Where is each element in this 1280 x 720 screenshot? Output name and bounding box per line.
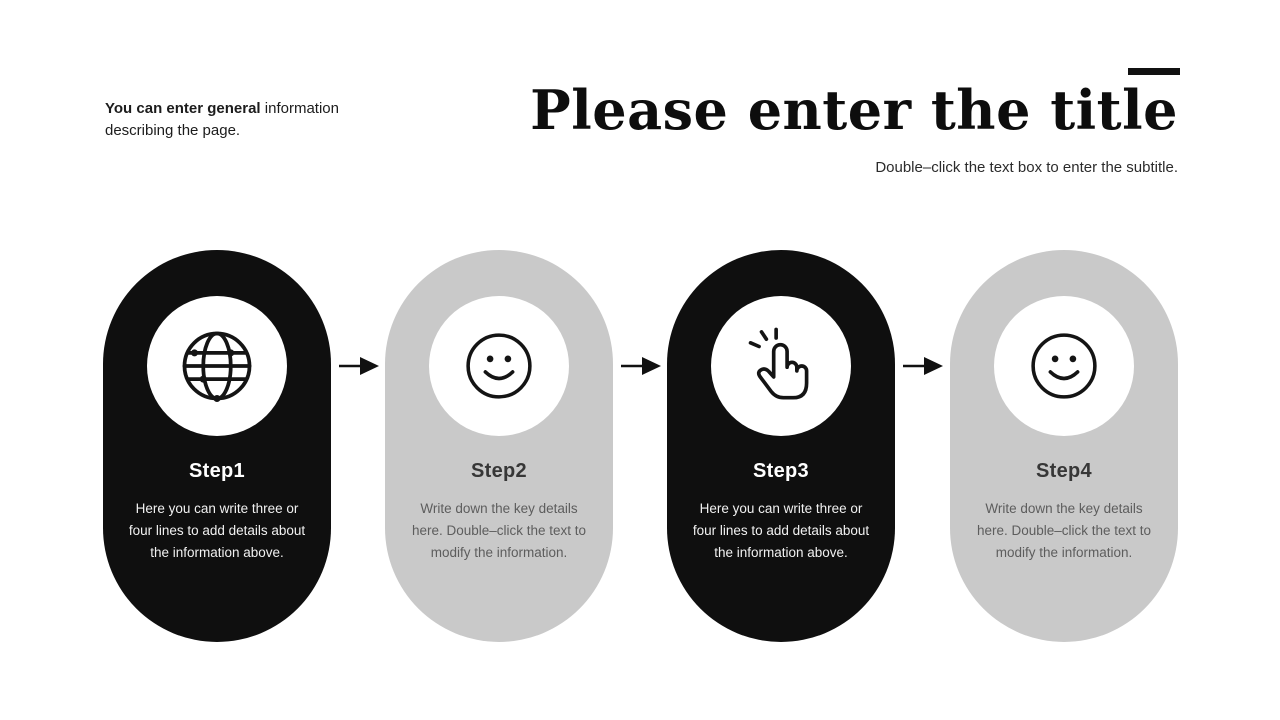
- step-label[interactable]: Step1: [189, 460, 245, 482]
- step-label[interactable]: Step2: [471, 460, 527, 482]
- intro-textbox[interactable]: You can enter general information descri…: [105, 98, 405, 142]
- icon-badge: [994, 296, 1134, 436]
- tap-icon: [748, 327, 809, 400]
- intro-bold-text: You can enter general: [105, 100, 261, 117]
- intro-rest-text: information describing the page.: [105, 100, 339, 139]
- step-description[interactable]: Write down the key details here. Double–…: [976, 501, 1152, 560]
- smiley-icon: [466, 333, 532, 399]
- step-label[interactable]: Step3: [753, 460, 809, 482]
- smiley-icon: [1031, 333, 1097, 399]
- step-pill-4[interactable]: Step4 Write down the key details here. D…: [950, 250, 1178, 642]
- icon-badge: [429, 296, 569, 436]
- page-title[interactable]: Please enter the title: [530, 78, 1178, 142]
- title-accent-bar: [1128, 68, 1180, 75]
- step-pill-2[interactable]: Step2 Write down the key details here. D…: [385, 250, 613, 642]
- icon-badge: [147, 296, 287, 436]
- connector-arrow: [621, 357, 661, 375]
- icon-badge: [711, 296, 851, 436]
- step-description[interactable]: Here you can write three or four lines t…: [128, 501, 306, 560]
- connector-arrow: [903, 357, 943, 375]
- step-description[interactable]: Here you can write three or four lines t…: [692, 501, 870, 560]
- step-pill-3[interactable]: Step3 Here you can write three or four l…: [667, 250, 895, 642]
- connector-arrow: [339, 357, 379, 375]
- step-label[interactable]: Step4: [1036, 460, 1092, 482]
- globe-icon: [182, 331, 252, 402]
- step-description[interactable]: Write down the key details here. Double–…: [411, 501, 587, 560]
- page-subtitle[interactable]: Double–click the text box to enter the s…: [875, 159, 1178, 176]
- step-pill-1[interactable]: Step1 Here you can write three or four l…: [103, 250, 331, 642]
